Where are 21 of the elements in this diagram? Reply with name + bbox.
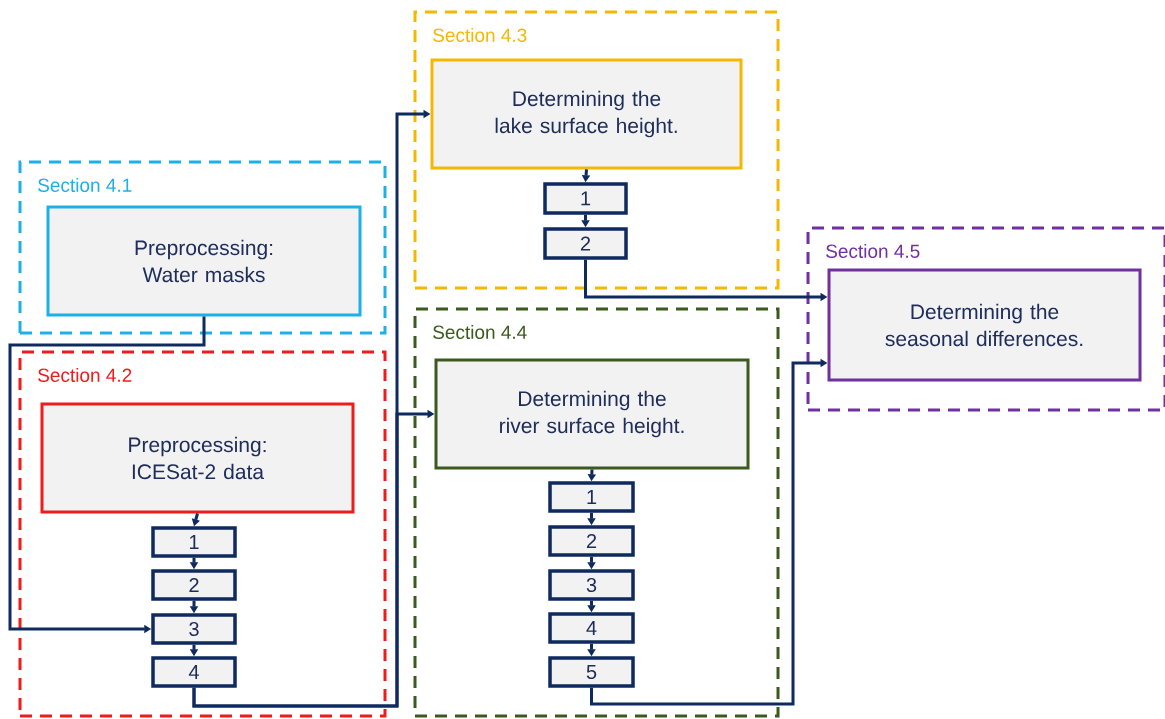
section-heading: Section 4.2 <box>38 368 132 382</box>
process-box: Preprocessing: Water masks <box>46 205 362 317</box>
section-heading: Section 4.1 <box>38 178 132 192</box>
process-box: Determining the river surface height. <box>434 358 750 470</box>
section-heading: Section 4.5 <box>826 244 920 258</box>
step-box: 1 <box>151 526 237 558</box>
step-box: 1 <box>548 481 635 513</box>
step-box: 4 <box>548 612 635 644</box>
step-box: 2 <box>151 569 237 601</box>
process-box: Preprocessing: ICESat-2 data <box>40 402 355 514</box>
process-box: Determining the seasonal differences. <box>827 268 1142 382</box>
step-box: 2 <box>543 227 628 260</box>
step-box: 5 <box>548 656 635 688</box>
section-heading: Section 4.4 <box>433 325 527 339</box>
step-box: 2 <box>548 525 635 557</box>
step-box: 3 <box>548 569 635 601</box>
step-box: 3 <box>151 613 237 645</box>
section-heading: Section 4.3 <box>433 28 527 42</box>
process-box: Determining the lake surface height. <box>430 58 743 170</box>
step-box: 1 <box>543 182 628 215</box>
step-box: 4 <box>151 656 237 688</box>
